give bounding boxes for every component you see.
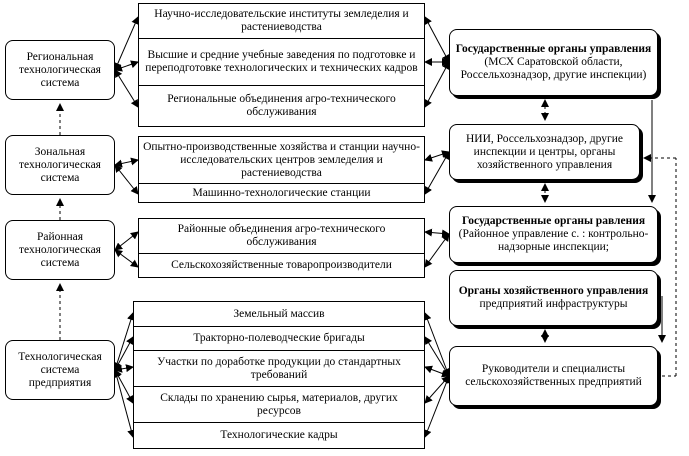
item-to-authority-arrow (424, 151, 450, 195)
item-to-authority-arrow (424, 375, 450, 404)
item-to-authority-arrow (424, 228, 450, 238)
level-zonal-label: Зональная технологическая система (19, 145, 101, 184)
item-to-authority-arrow (423, 375, 451, 438)
enterprise-resources-group: Земельный массив Тракторно-полеводческие… (133, 301, 425, 449)
level-to-item-arrow (114, 157, 139, 168)
economic-management-box: Органы хозяйственного управления предпри… (449, 270, 658, 326)
resource-item: Земельный массив (233, 307, 325, 320)
institution-item: Региональные объединения агро-техническо… (139, 85, 424, 126)
level-to-item-arrow (114, 249, 139, 268)
institution-item: Опытно-производственные хозяйства и стан… (143, 140, 420, 179)
item-to-authority-arrow (423, 312, 451, 377)
level-to-item-arrow (114, 69, 139, 108)
level-to-item-arrow (114, 60, 139, 72)
state-authorities-regional-box: Государственные органы управления (МСХ С… (449, 29, 658, 96)
state-authorities-district-box: Государственные органы равления (Районно… (449, 206, 658, 263)
farm-managers-box: Руководители и специалисты сельскохозяйс… (449, 346, 658, 406)
level-to-item-arrow (112, 369, 136, 438)
institution-item: Сельскохозяйственные товаропроизводители (139, 253, 424, 277)
level-regional-box: Региональная технологическая система (5, 40, 115, 100)
level-enterprise-label: Технологическая система предприятия (18, 350, 102, 389)
item-to-authority-arrow (424, 16, 450, 63)
level-zonal-box: Зональная технологическая система (5, 135, 115, 195)
level-regional-label: Региональная технологическая система (19, 50, 101, 89)
resource-item: Технологические кадры (134, 422, 424, 448)
level-to-item-arrow (114, 164, 139, 195)
item-to-authority-arrow (424, 336, 450, 377)
institution-item: Научно-исследовательские институты земле… (154, 8, 409, 33)
district-institutions-group: Районные объединения агро-технического о… (138, 218, 425, 278)
institution-item: Машинно-технологические станции (139, 183, 424, 202)
research-and-inspections-box: НИИ, Россельхознадзор, другие инспекции … (449, 124, 640, 180)
item-to-authority-arrow (424, 233, 450, 268)
level-enterprise-box: Технологическая система предприятия (5, 340, 115, 400)
regional-institutions-group: Научно-исследовательские институты земле… (138, 3, 425, 127)
resource-item: Тракторно-полеводческие бригады (134, 326, 424, 350)
item-to-authority-arrow (424, 61, 450, 108)
item-to-authority-arrow (424, 365, 450, 378)
level-to-item-arrow (114, 16, 139, 71)
level-to-item-arrow (114, 369, 134, 404)
institution-item: Высшие и средние учебные заведения по по… (139, 38, 424, 85)
level-district-box: Районная технологическая система (5, 220, 115, 280)
resource-item: Участки по доработке продукции до станда… (134, 350, 424, 386)
resource-item: Склады по хранению сырья, материалов, др… (134, 386, 424, 422)
level-district-label: Районная технологическая система (19, 230, 101, 269)
zonal-institutions-group: Опытно-производственные хозяйства и стан… (138, 136, 425, 203)
institution-item: Районные объединения агро-технического о… (177, 223, 386, 248)
level-to-item-arrow (114, 231, 139, 251)
level-to-item-arrow (114, 364, 134, 373)
